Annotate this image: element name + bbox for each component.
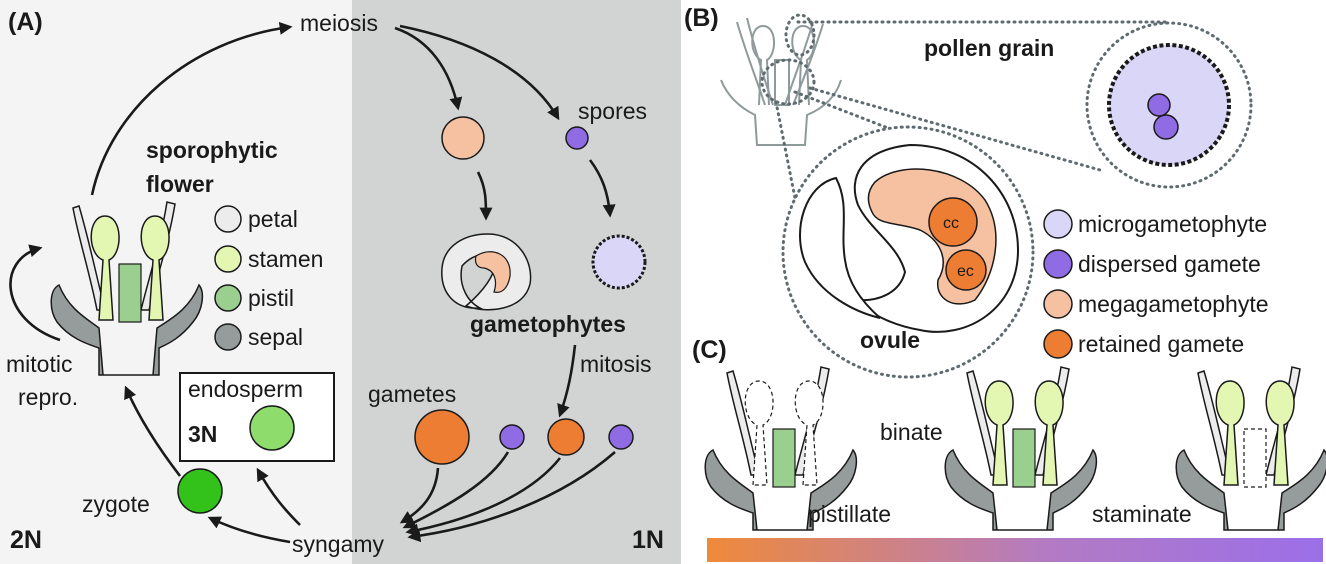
arrow-egg2-syngamy: [405, 457, 562, 537]
dispersed-gamete-swatch: [1043, 249, 1073, 279]
zygote-label: zygote: [82, 491, 150, 517]
endosperm-label: endosperm: [188, 376, 303, 402]
retained-gamete-label: retained gamete: [1078, 331, 1244, 357]
arrow-mitotic-repro: [9, 244, 61, 342]
binate-label: binate: [880, 419, 943, 445]
microspore: [565, 126, 589, 150]
binate-flower: [944, 366, 1098, 531]
meiosis-label: meiosis: [300, 10, 378, 36]
pollen-zoom-circle: [1085, 21, 1253, 189]
zoom-source-pollen: [784, 13, 816, 57]
staminate-flower: [1175, 366, 1326, 531]
sepal: [50, 283, 204, 376]
sperm-gamete-1: [499, 424, 525, 450]
mitosis-label: mitosis: [580, 351, 652, 377]
sporophytic-label: sporophytic: [146, 137, 278, 163]
zoom-line-pollen-bottom: [808, 86, 1102, 172]
ovule-drawing: cc ec: [799, 143, 1020, 333]
panel-c-label: (C): [692, 336, 727, 364]
ec-label: ec: [957, 263, 974, 280]
ploidy-1n-label: 1N: [632, 526, 664, 554]
central-cell: [928, 197, 978, 247]
megaspore: [441, 116, 485, 160]
panel-a: (A) 2N 1N meiosis spores sporophytic flo…: [0, 0, 681, 564]
pollen-nucleus-2: [1153, 114, 1179, 140]
arrow-zygote-flower: [124, 385, 182, 477]
arrow-meiosis-mega: [394, 26, 463, 111]
sepal-legend-label: sepal: [248, 324, 303, 350]
three-n-label: 3N: [188, 421, 217, 447]
panel-a-label: (A): [8, 8, 43, 36]
pollen-grain-label: pollen grain: [924, 35, 1054, 61]
pistil-legend-label: pistil: [248, 285, 294, 311]
syngamy-label: syngamy: [292, 531, 385, 557]
gametophytes-label: gametophytes: [470, 311, 626, 337]
pistil: [118, 263, 142, 323]
diploid-background: [0, 0, 352, 564]
gametes-label: gametes: [368, 381, 456, 407]
repro-label: repro.: [18, 384, 78, 410]
stamen-legend-label: stamen: [248, 246, 323, 272]
zoom-source-ovule: [760, 58, 816, 106]
megagametophyte-swatch: [1043, 289, 1073, 319]
egg-gamete-small: [547, 418, 585, 456]
stamen-left: [90, 215, 120, 321]
dispersed-gamete-label: dispersed gamete: [1078, 251, 1261, 277]
ovule-label: ovule: [860, 327, 920, 353]
megagametophyte-label: megagametophyte: [1078, 291, 1269, 317]
ovule-zoom-circle: [781, 125, 1035, 379]
sepal-legend-swatch: [214, 323, 242, 351]
panel-b-label: (B): [684, 4, 719, 32]
pollen-nucleus-1: [1147, 93, 1171, 117]
sporophyte-flower: [50, 201, 204, 376]
staminate-label: staminate: [1092, 501, 1192, 527]
small-pollen-icon: [591, 234, 647, 290]
egg-cell: [945, 249, 987, 291]
endosperm-circle: [249, 405, 295, 451]
flower-label: flower: [146, 171, 214, 197]
small-ovule-icon: [441, 233, 532, 311]
spores-label: spores: [578, 98, 647, 124]
cc-label: cc: [943, 215, 959, 232]
arrow-syngamy-zygote: [207, 516, 291, 544]
arrow-to-meiosis: [90, 21, 293, 196]
arrow-sperm2-syngamy: [407, 451, 616, 543]
panel-b: (B) pollen grain cc: [684, 4, 1269, 379]
mitotic-label: mitotic: [6, 351, 72, 377]
microgametophyte-swatch: [1043, 209, 1073, 239]
sperm-gamete-2: [608, 424, 634, 450]
arrow-mitosis: [557, 344, 577, 418]
arrow-mega-development: [476, 171, 493, 221]
arrow-meiosis-micro: [399, 24, 560, 121]
petal-legend-swatch: [214, 205, 242, 233]
microgametophyte-label: microgametophyte: [1078, 211, 1267, 237]
pistil-legend-swatch: [214, 284, 242, 312]
petal-legend-label: petal: [248, 206, 298, 232]
ploidy-2n-label: 2N: [10, 526, 42, 554]
arrow-micro-development: [588, 159, 616, 218]
retained-gamete-swatch: [1043, 329, 1073, 359]
pistillate-flower: [704, 366, 858, 531]
zoom-line-ovule-bottom: [774, 100, 797, 200]
arrow-syngamy-endosperm: [256, 467, 301, 526]
stamen-right: [140, 215, 170, 321]
pistillate-label: pistillate: [808, 501, 891, 527]
gradient-bar: [707, 538, 1323, 562]
zoom-line-ovule-top: [793, 90, 890, 130]
zygote-circle: [177, 468, 223, 514]
arrow-sperm1-syngamy: [402, 451, 510, 529]
stamen-legend-swatch: [214, 245, 242, 273]
egg-gamete-large: [414, 409, 470, 465]
panel-c: (C) pistillate binate: [692, 336, 1326, 562]
